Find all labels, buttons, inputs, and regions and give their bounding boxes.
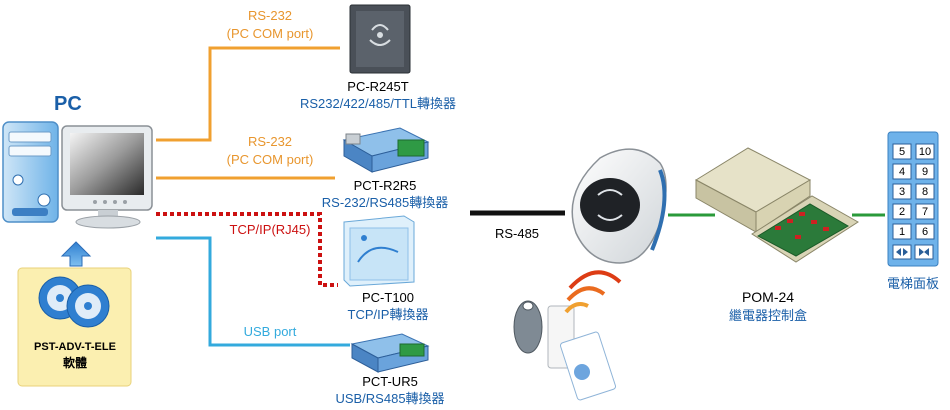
software-cd-icon (38, 276, 110, 328)
elevator-button-label: 3 (899, 186, 905, 198)
pct-r2r5-desc: RS-232/RS485轉換器 (322, 195, 448, 210)
elevator-button-label: 4 (899, 166, 905, 178)
pc-r245t-model: PC-R245T (347, 79, 408, 94)
elevator-button-label: 10 (919, 146, 931, 158)
software-name: PST-ADV-T-ELE (34, 341, 116, 353)
elevator-button (915, 223, 935, 240)
rs485-label: RS-485 (495, 226, 539, 241)
rfid-reader-icon (571, 148, 667, 264)
rs232-top-label: RS-232 (248, 8, 292, 23)
controller-desc: 繼電器控制盒 (729, 308, 807, 323)
relay-controller-icon (694, 147, 859, 263)
elevator-button (915, 203, 935, 220)
elevator-button-label: 7 (922, 206, 928, 218)
elevator-panel: 5 10 4 9 3 8 2 7 1 6 (887, 131, 939, 267)
pc-tower-icon (2, 121, 59, 223)
usb-label: USB port (244, 324, 297, 339)
elevator-button (892, 203, 912, 220)
rfid-tag-icon (513, 300, 543, 354)
pc-r245t-device-icon (349, 4, 411, 74)
elevator-panel-label: 電梯面板 (887, 276, 939, 291)
controller-model: POM-24 (742, 289, 794, 305)
elevator-button-label: 9 (922, 166, 928, 178)
pct-r2r5-device-icon (342, 127, 430, 173)
elevator-button-label: 6 (922, 226, 928, 238)
tcpip-label: TCP/IP(RJ45) (230, 222, 311, 237)
rs232-top-port: (PC COM port) (227, 26, 314, 41)
pc-t100-device-icon (343, 215, 415, 287)
elevator-button (892, 163, 912, 180)
elevator-button (915, 163, 935, 180)
pc-t100-desc: TCP/IP轉換器 (348, 307, 429, 322)
elevator-button (915, 143, 935, 160)
elevator-button-label: 2 (899, 206, 905, 218)
pct-ur5-desc: USB/RS485轉換器 (335, 391, 444, 406)
tcpip-line (156, 212, 338, 287)
pc-monitor-icon (61, 125, 153, 229)
rs232-top-line (156, 46, 340, 142)
pc-r245t-desc: RS232/422/485/TTL轉換器 (300, 96, 456, 111)
software-type: 軟體 (63, 355, 87, 370)
pct-ur5-device-icon (350, 333, 430, 373)
rs232-mid-port: (PC COM port) (227, 152, 314, 167)
pc-t100-model: PC-T100 (362, 290, 414, 305)
elevator-button (892, 183, 912, 200)
elevator-button-label: 8 (922, 186, 928, 198)
software-box: PST-ADV-T-ELE 軟體 (17, 267, 132, 387)
usb-line (156, 236, 350, 347)
door-open-close-icon (892, 244, 934, 260)
elevator-button (915, 183, 935, 200)
install-arrow-icon (60, 241, 92, 267)
rs232-mid-label: RS-232 (248, 134, 292, 149)
pct-r2r5-model: PCT-R2R5 (354, 178, 417, 193)
rfid-card-icon (547, 305, 617, 401)
elevator-button (892, 143, 912, 160)
elevator-button-grid: 5 10 4 9 3 8 2 7 1 6 (892, 143, 935, 240)
pct-ur5-model: PCT-UR5 (362, 374, 418, 389)
elevator-button-label: 5 (899, 146, 905, 158)
elevator-button-label: 1 (899, 226, 905, 238)
elevator-button (892, 223, 912, 240)
pc-title: PC (54, 93, 82, 115)
rf-waves-icon (564, 270, 622, 314)
